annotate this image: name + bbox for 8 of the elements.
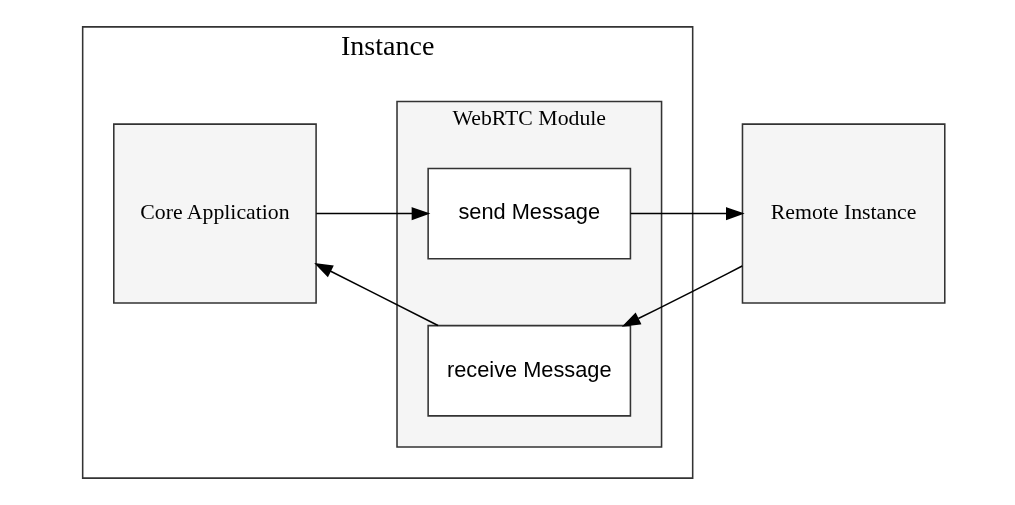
arrow (315, 207, 431, 221)
arrow (314, 262, 439, 327)
node-box: Remote Instance (741, 123, 946, 304)
arrow (629, 207, 745, 221)
node-box: Core Application (113, 123, 317, 304)
node-box: send Message (427, 167, 632, 260)
node-box: receive Message (427, 324, 632, 417)
arrow (621, 265, 743, 327)
